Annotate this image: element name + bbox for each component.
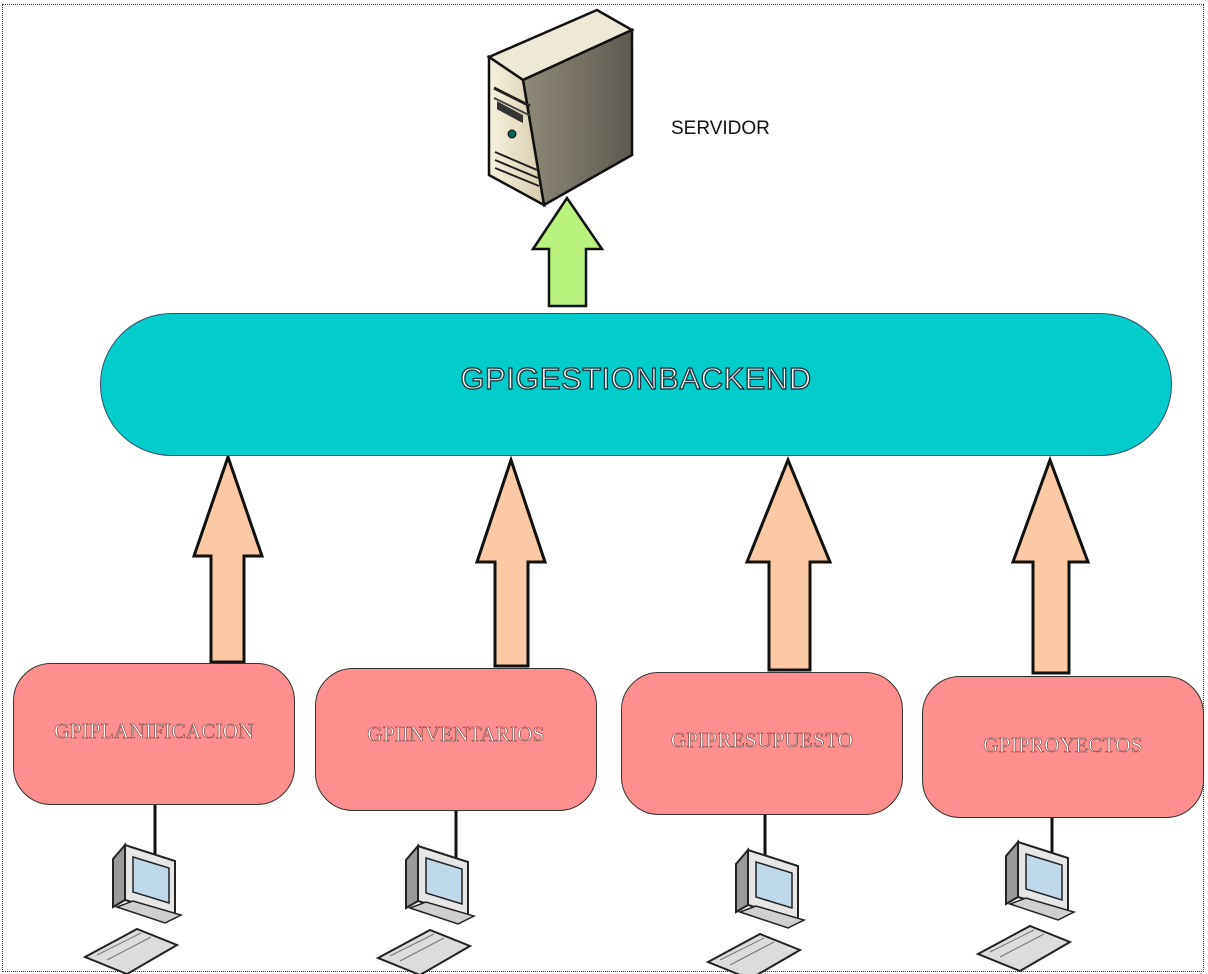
module-label: GPIINVENTARIOS — [367, 722, 545, 747]
backend-node: GPIGESTIONBACKEND — [100, 313, 1172, 456]
up-arrow-presupuesto — [744, 456, 833, 672]
server-label: SERVIDOR — [671, 118, 770, 139]
server-up-arrow — [530, 195, 605, 308]
up-arrow-proyectos — [1010, 455, 1091, 675]
client-computer-icon — [975, 839, 1077, 973]
client-computer-icon — [82, 842, 184, 974]
module-label: GPIPRESUPUESTO — [670, 728, 854, 753]
module-planificacion: GPIPLANIFICACION — [13, 663, 295, 805]
up-arrow-planificacion — [191, 452, 265, 664]
client-computer-icon — [705, 847, 807, 974]
module-label: GPIPROYECTOS — [983, 732, 1143, 757]
backend-label: GPIGESTIONBACKEND — [460, 360, 812, 396]
up-arrow-inventarios — [474, 455, 548, 668]
module-presupuesto: GPIPRESUPUESTO — [621, 672, 903, 815]
module-inventarios: GPIINVENTARIOS — [315, 668, 597, 811]
diagram-frame — [2, 4, 1204, 972]
module-label: GPIPLANIFICACION — [54, 718, 254, 743]
client-computer-icon — [375, 843, 477, 974]
module-proyectos: GPIPROYECTOS — [922, 676, 1204, 818]
server-tower-icon — [486, 8, 635, 208]
